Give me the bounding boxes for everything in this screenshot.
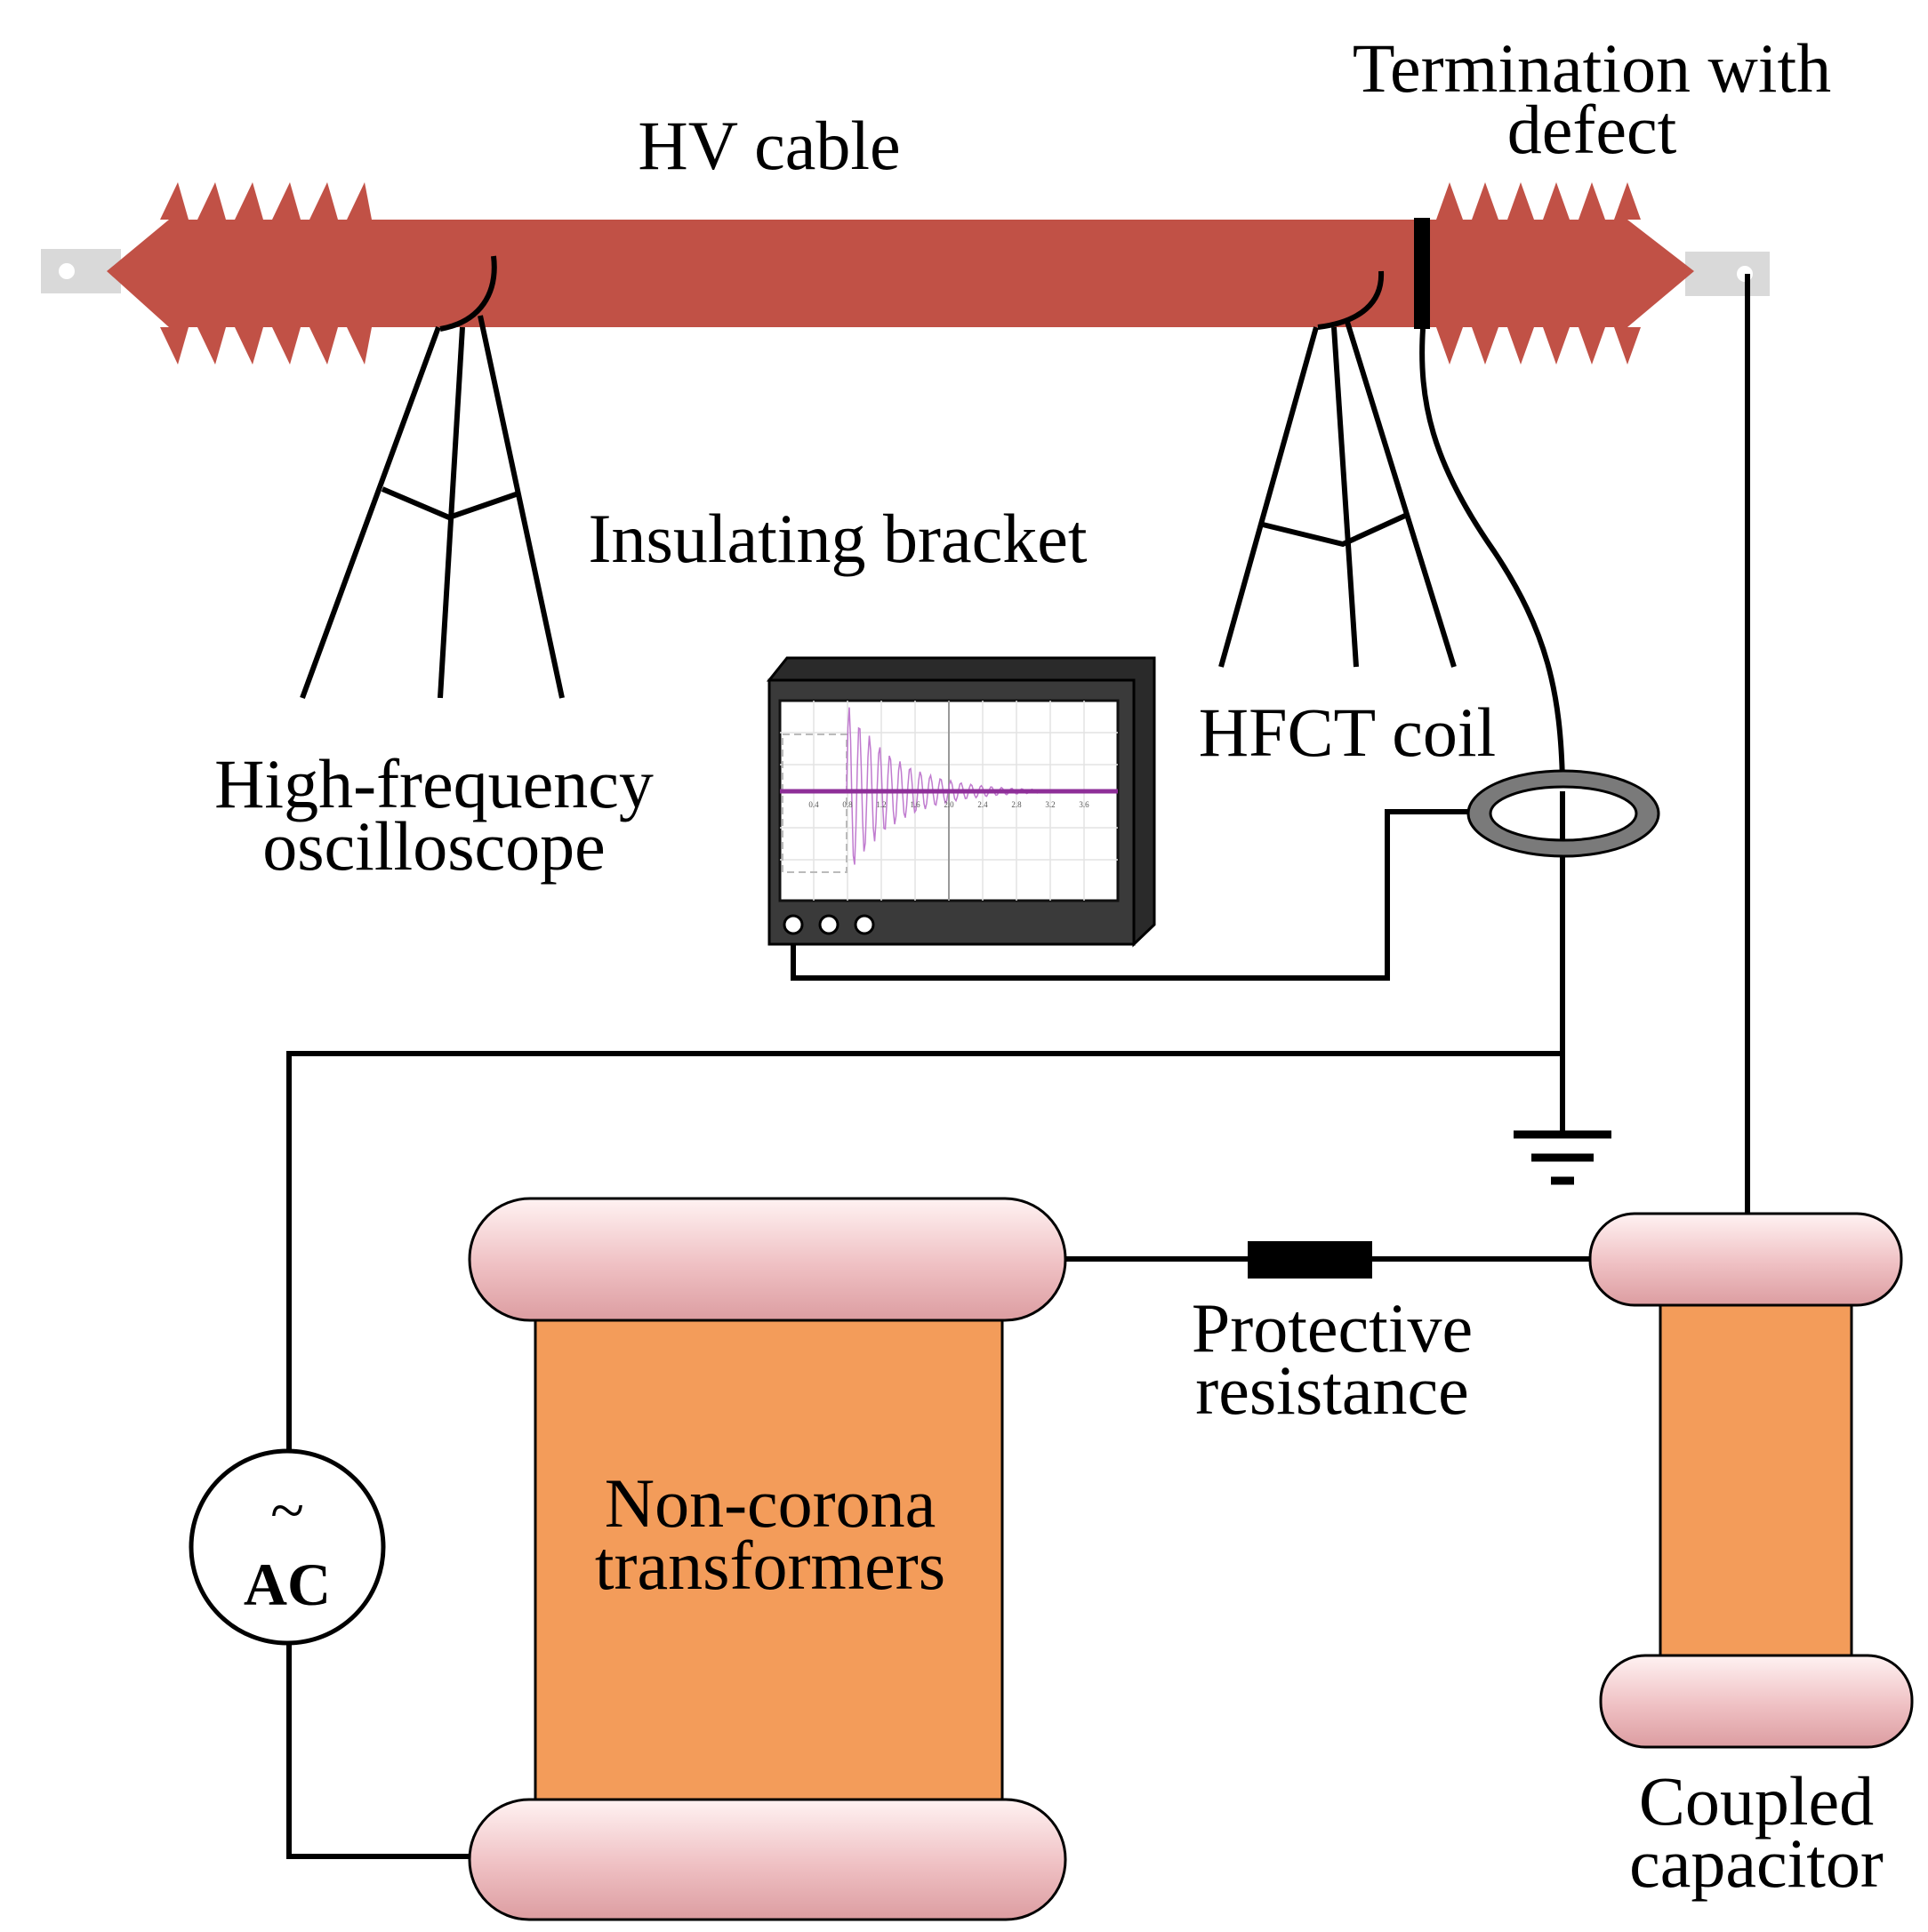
label-capacitor-line1: Coupled [1639,1762,1874,1840]
label-transformer-line2: transformers [595,1527,945,1604]
label-insulating-bracket: Insulating bracket [589,500,1088,577]
scope-tick-label: 0.4 [808,800,819,809]
right-sheds [1436,182,1641,365]
label-oscilloscope-line1: High-frequency [214,745,654,822]
defect-ground-lead [1419,328,1565,1134]
ac-to-transformer-wire [286,1645,471,1859]
label-hv-cable: HV cable [638,107,900,184]
ac-label: AC [244,1551,331,1618]
knob-3 [854,914,875,935]
coupled-capacitor [1588,1212,1914,1749]
non-corona-transformer [468,1197,1067,1921]
hv-cable [41,182,1770,365]
coil-signal-wire [791,809,1468,981]
scope-tick-label: 2.8 [1011,800,1022,809]
insulating-bracket-left [300,255,565,700]
right-terminal-lug [1685,252,1770,296]
capacitor-body [1659,1301,1853,1660]
oscilloscope-knobs [783,914,875,935]
knob-2 [818,914,839,935]
cable-body [107,220,1694,327]
capacitor-top-flange [1588,1212,1903,1307]
scope-tick-label: 3.2 [1045,800,1055,809]
label-protective-line2: resistance [1195,1351,1469,1429]
label-hfct-coil: HFCT coil [1199,693,1496,771]
ac-tilde: ~ [270,1477,304,1545]
termination-defect-band [1414,218,1430,329]
label-protective-line1: Protective [1192,1289,1473,1367]
ground-symbol [1514,1049,1611,1185]
left-sheds [160,182,372,365]
label-transformer-line1: Non-corona [605,1464,936,1542]
transformer-bottom-flange [468,1798,1067,1921]
scope-tick-label: 2.4 [977,800,988,809]
ground-return-wire [286,1051,1562,1449]
insulating-bracket-right [1218,270,1457,668]
label-oscilloscope-line2: oscilloscope [262,807,606,885]
scope-tick-label: 0.8 [842,800,853,809]
scope-tick-labels: 0.4 0.8 1.2 1.6 2.0 2.4 2.8 3.2 3.6 [808,800,1089,809]
ac-source [189,1448,386,1646]
transformer-core [534,1310,1004,1811]
capacitor-bottom-flange [1599,1654,1914,1749]
scope-tick-label: 1.2 [876,800,886,809]
knob-1 [783,914,804,935]
transformer-top-flange [468,1197,1067,1322]
label-capacitor-line2: capacitor [1629,1824,1884,1902]
label-termination-line1: Termination with [1353,29,1831,107]
label-termination-line2: defect [1507,91,1677,168]
scope-tick-label: 1.6 [910,800,920,809]
oscilloscope: 0.4 0.8 1.2 1.6 2.0 2.4 2.8 3.2 3.6 [766,656,1156,948]
scope-tick-label: 2.0 [944,800,954,809]
scope-tick-label: 3.6 [1079,800,1089,809]
protective-resistor [1248,1241,1372,1279]
